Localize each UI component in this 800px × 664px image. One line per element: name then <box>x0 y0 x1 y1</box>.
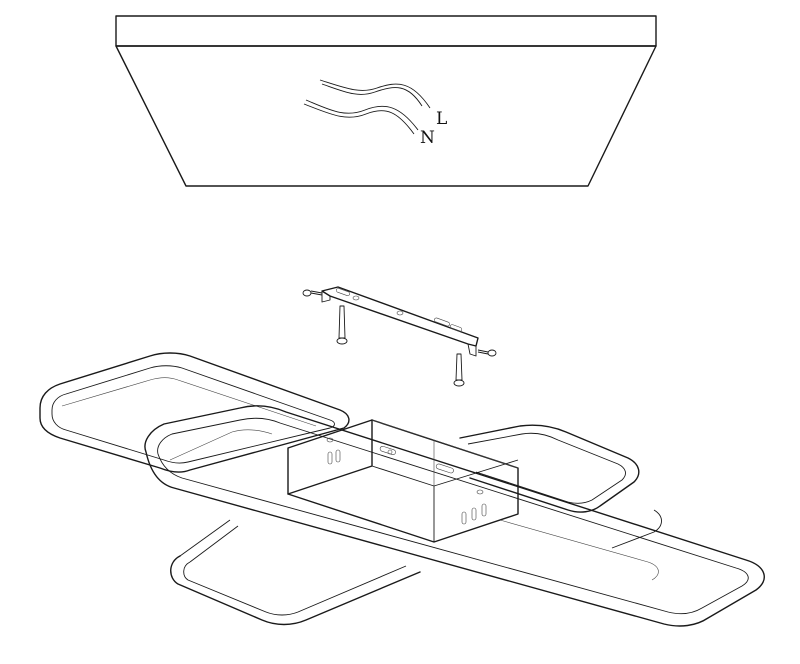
driver-box <box>287 419 519 543</box>
frame-front-bottom <box>170 519 421 626</box>
ceiling-plane <box>115 45 657 187</box>
mounting-bracket <box>321 286 479 357</box>
anchor-right <box>453 353 465 387</box>
frame-back-right <box>459 424 640 513</box>
frame-center <box>144 405 765 627</box>
screw-right <box>477 349 497 357</box>
mains-wires: L N <box>303 79 447 148</box>
frame-back-left <box>39 352 350 473</box>
wire-label-live: L <box>436 109 447 129</box>
ceiling-hatch <box>115 15 657 47</box>
wire-label-neutral: N <box>420 128 435 148</box>
light-fixture <box>39 352 765 627</box>
screw-left <box>302 289 323 297</box>
ceiling <box>115 15 657 187</box>
anchor-left <box>336 305 348 345</box>
